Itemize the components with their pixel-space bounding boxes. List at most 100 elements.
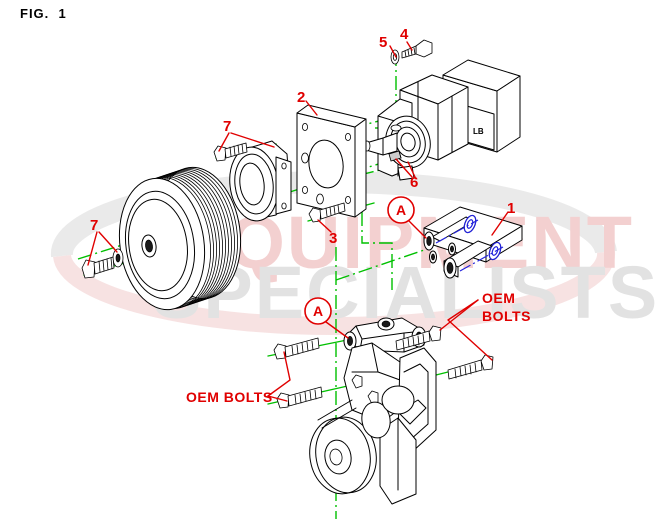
watermark-swoosh-bottom [53, 251, 616, 336]
plate-hole-mb [316, 193, 324, 205]
bolt-washer-part-7-upper [213, 142, 248, 162]
bracket-tube-lower-ring [488, 241, 502, 261]
bearing-mount-tab [275, 156, 292, 215]
oem-bolt-upper-right [395, 325, 442, 351]
oem-bolt-ul-threads [291, 340, 314, 356]
pulley-hub-bearing [229, 140, 292, 222]
oem-bolts-label-right: OEM BOLTS [482, 290, 531, 324]
oem-bolt-ul-shank [284, 337, 320, 358]
leader-oem-right-b [439, 299, 479, 331]
leader-7l-a [87, 231, 98, 266]
engine-bracket-nut-1 [351, 374, 363, 389]
engine-bracket-top-boss-bore [381, 320, 391, 328]
figure-label: FIG. 1 [20, 6, 67, 21]
oem-bolts-label-left: OEM BOLTS [186, 389, 272, 405]
plate-hole-br [344, 195, 351, 204]
engine-bracket-eye-left-bore [347, 336, 353, 346]
part-number-7-lower: 7 [90, 217, 98, 234]
pump-rear-side [496, 75, 521, 153]
washer-part-5 [390, 49, 400, 65]
idler-pulley [361, 401, 391, 439]
leader-detail-a-lower [325, 321, 349, 339]
detail-a-lower-letter: A [313, 303, 323, 319]
oem-bolt-upper-left [273, 337, 320, 360]
tensioner-pad [381, 385, 415, 415]
leader-oem-left-a [267, 351, 291, 397]
bolt-part-3 [308, 202, 346, 223]
oem-bolt-ur-threads [402, 333, 425, 350]
plate-hole-tr [344, 132, 351, 141]
engine-accessory-bracket [309, 317, 437, 505]
pump-bore-hub [400, 132, 416, 152]
centerline-bracket-mount [335, 247, 431, 281]
part-number-1: 1 [507, 200, 515, 217]
part-number-2: 2 [297, 89, 305, 106]
hydraulic-pump: LB [363, 59, 521, 181]
bearing-inner-bore [239, 162, 265, 206]
belt-segment-lower [321, 407, 357, 429]
leader-3 [317, 219, 332, 233]
leader-7l-b [98, 231, 118, 253]
oem-bolts-right-line-1: OEM [482, 290, 515, 306]
pulley-hub-hole [145, 239, 153, 253]
bracket-tube-lower-bore [491, 246, 499, 256]
leader-5 [389, 45, 397, 58]
leader-6b [395, 158, 413, 178]
bracket-centerline-lower [459, 246, 504, 272]
crank-pulley-bore [329, 448, 343, 466]
bracket-bushing-lower-left-bore [431, 253, 435, 261]
pump-lower-ear [397, 165, 415, 181]
part-number-4: 4 [400, 26, 409, 43]
oem-bolts-right-line-2: BOLTS [482, 308, 531, 324]
plate-hole-bl [301, 185, 308, 194]
pulley-front-inner-rim [125, 190, 195, 300]
bearing-tab-hole-bottom [281, 202, 287, 210]
leader-oem-left-b [267, 395, 288, 402]
leader-lines [87, 41, 509, 402]
leader-7u-b [230, 132, 275, 148]
bolt-7l-threads [98, 257, 113, 273]
bracket-bushing-mid-bore [450, 245, 454, 253]
pump-barrel-side [437, 86, 469, 161]
detail-callout-a-upper: A [387, 196, 415, 224]
washer-7l-hole [115, 253, 121, 263]
plate-hole-tl [301, 123, 308, 132]
bolt-part-4 [401, 39, 433, 59]
plate-hole-ml [301, 152, 309, 164]
part-number-5: 5 [379, 34, 387, 51]
leader-6a [407, 161, 416, 178]
leader-detail-a-upper [408, 220, 427, 239]
part-number-3: 3 [329, 230, 337, 247]
bracket-bushing-front-left-bore [426, 236, 432, 246]
shaft-key-part-6 [388, 150, 402, 162]
leader-2 [305, 100, 318, 116]
bracket-centerline-upper [435, 219, 479, 244]
bolt-3-threads [325, 204, 340, 217]
bearing-tab-hole-top [281, 162, 287, 170]
bracket-tube-upper-bore [466, 219, 474, 229]
serpentine-pulley [118, 166, 242, 311]
pump-bolt-boss [390, 124, 402, 132]
bracket-bottom-boss-bore [446, 262, 454, 274]
leader-oem-right [447, 299, 493, 361]
detail-a-upper-letter: A [396, 202, 406, 218]
part-number-6: 6 [410, 174, 418, 191]
detail-a-upper-circle [387, 196, 415, 224]
bolt-7u-threads [229, 143, 244, 157]
bearing-mid-ring [234, 153, 274, 215]
key-edge [398, 150, 402, 159]
washer-5-outer [390, 49, 400, 65]
part-number-7-upper: 7 [223, 118, 231, 135]
plate-right-edge [354, 118, 367, 218]
leader-4 [406, 41, 413, 51]
bracket-tube-upper-ring [463, 214, 477, 234]
oem-bolt-r-threads [454, 362, 477, 379]
oem-bolt-ll-shank [287, 386, 323, 407]
plate-center-bore [308, 139, 344, 189]
leader-7u-a [218, 132, 230, 152]
mounting-bracket-part-1 [423, 206, 523, 279]
oem-bolt-ur-head [428, 325, 442, 342]
detail-a-lower-circle [304, 297, 332, 325]
